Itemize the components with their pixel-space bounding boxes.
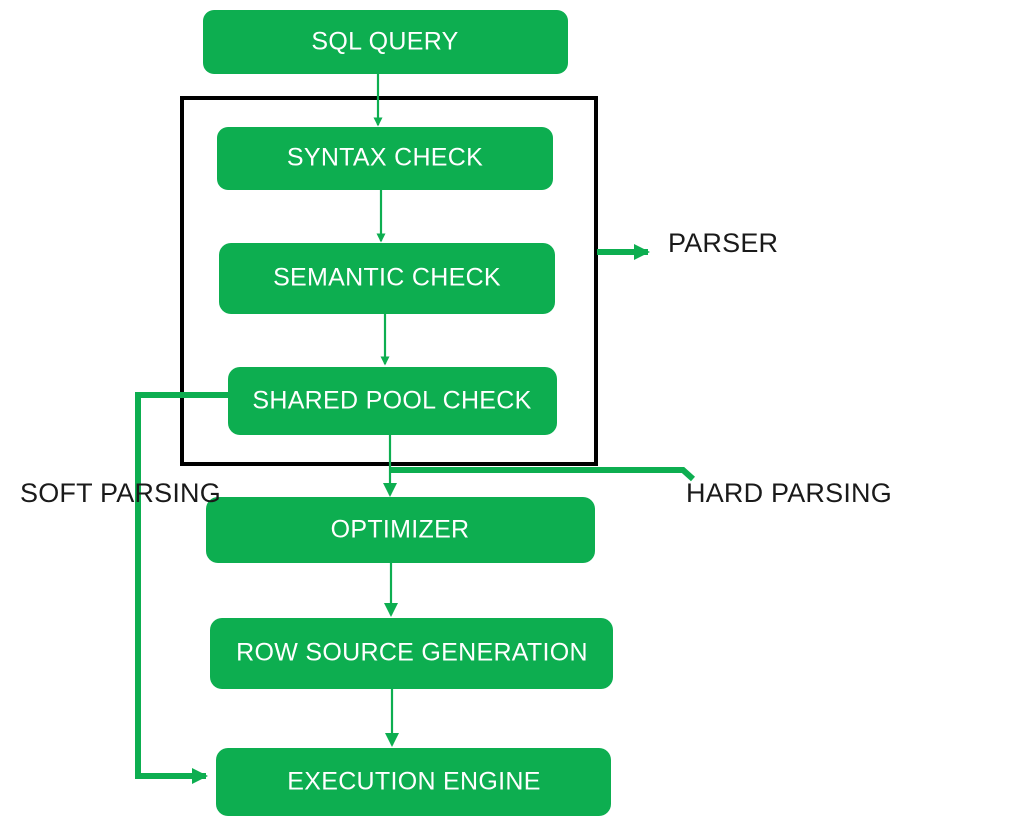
node-shared-pool-check[interactable]: SHARED POOL CHECK (228, 367, 557, 435)
node-row-source-generation-shape[interactable] (210, 618, 613, 689)
node-semantic-check[interactable]: SEMANTIC CHECK (219, 243, 555, 314)
node-syntax-check[interactable]: SYNTAX CHECK (217, 127, 553, 190)
node-sql-query[interactable]: SQL QUERY (203, 10, 568, 74)
node-shared-pool-check-shape[interactable] (228, 367, 557, 435)
annotation-parser-label: PARSER (668, 228, 778, 258)
node-syntax-check-label: SYNTAX CHECK (287, 144, 483, 172)
node-sql-query-shape[interactable] (203, 10, 568, 74)
node-row-source-generation[interactable]: ROW SOURCE GENERATION (210, 618, 613, 689)
node-execution-engine-shape[interactable] (216, 748, 611, 816)
node-shared-pool-check-label: SHARED POOL CHECK (252, 387, 531, 415)
node-optimizer[interactable]: OPTIMIZER (206, 497, 595, 563)
annotation-soft-parsing-label: SOFT PARSING (20, 478, 221, 508)
edge-hard-parsing-branch (390, 467, 696, 482)
node-execution-engine-label: EXECUTION ENGINE (287, 768, 540, 796)
node-sql-query-label: SQL QUERY (311, 28, 458, 56)
node-execution-engine[interactable]: EXECUTION ENGINE (216, 748, 611, 816)
node-semantic-check-shape[interactable] (219, 243, 555, 314)
node-row-source-generation-label: ROW SOURCE GENERATION (236, 639, 588, 667)
node-syntax-check-shape[interactable] (217, 127, 553, 190)
edge-soft-parsing-bypass (135, 392, 228, 784)
node-semantic-check-label: SEMANTIC CHECK (273, 264, 501, 292)
node-optimizer-label: OPTIMIZER (331, 516, 470, 544)
annotation-hard-parsing-label: HARD PARSING (686, 478, 892, 508)
node-optimizer-shape[interactable] (206, 497, 595, 563)
